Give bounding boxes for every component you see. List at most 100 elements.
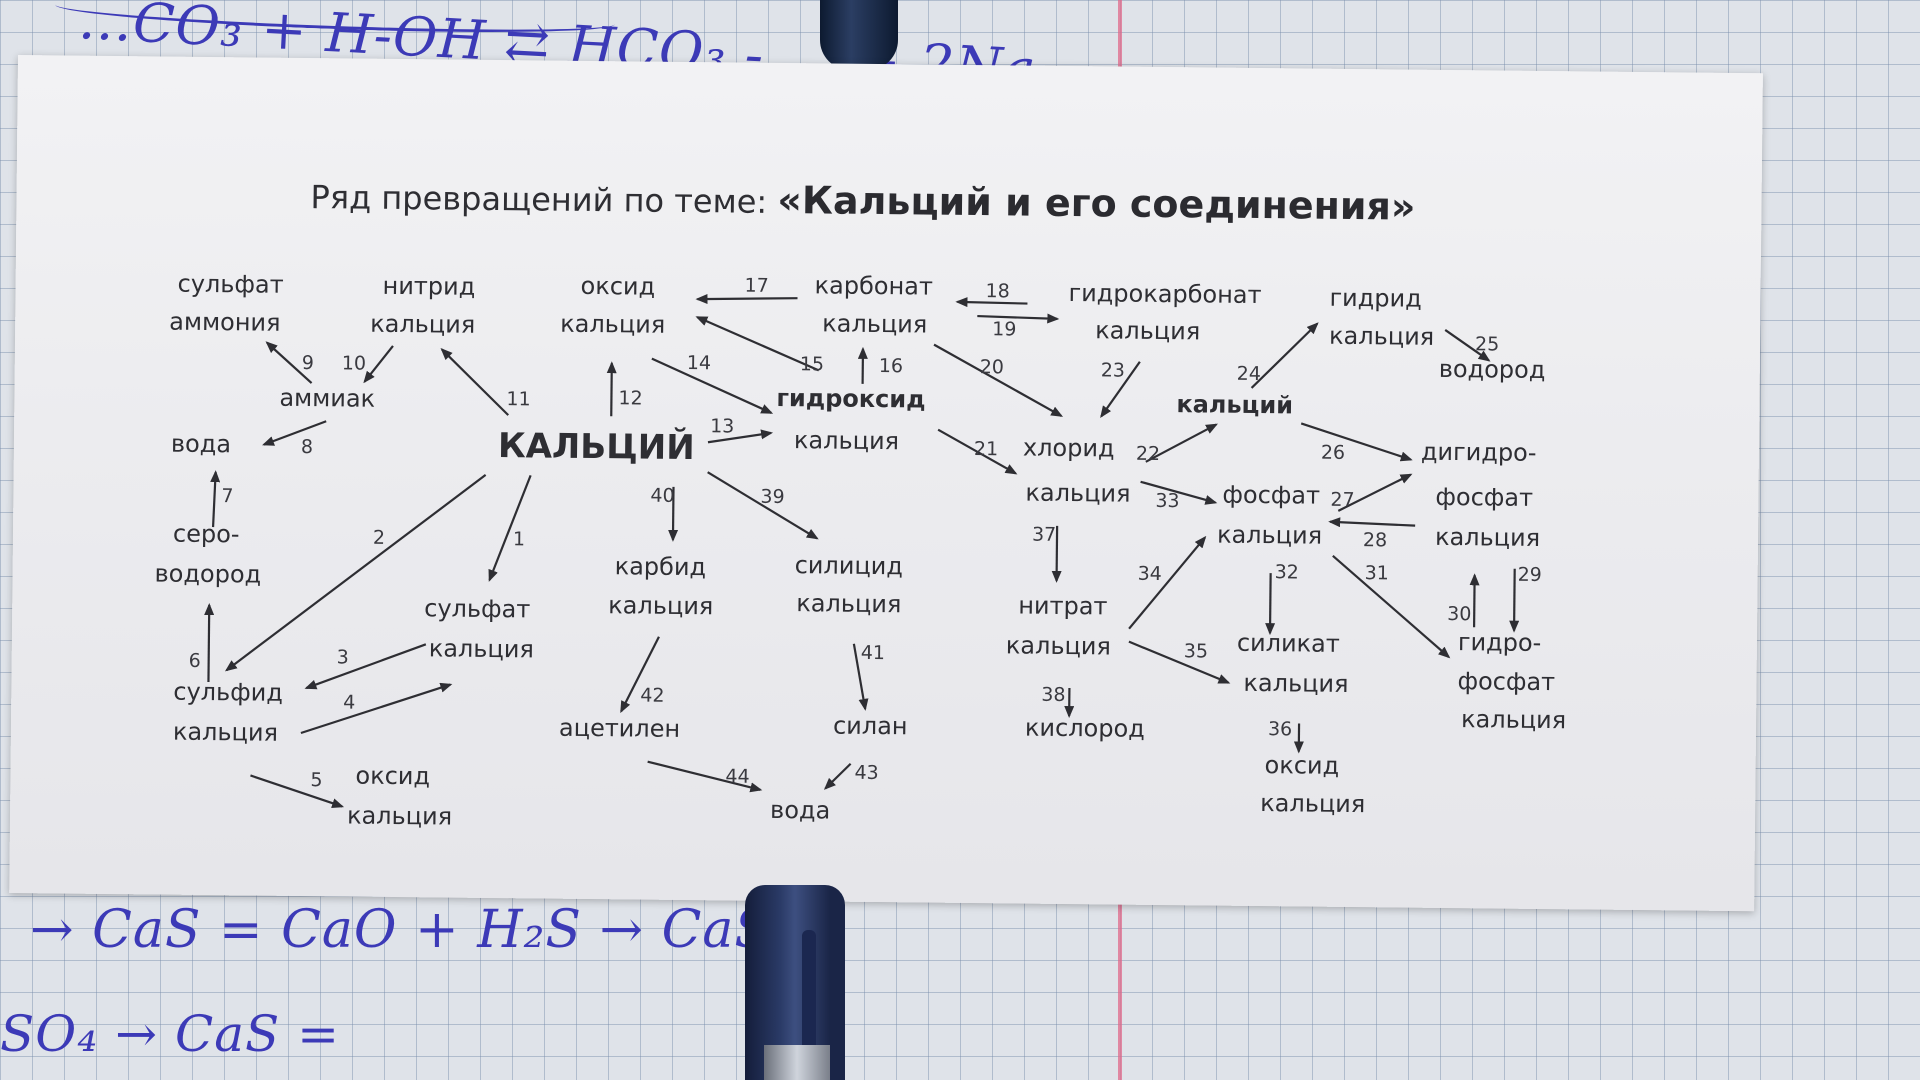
reaction-number: 12 [618,387,642,409]
reaction-number: 4 [343,691,355,713]
arrow-12 [606,361,617,417]
title-topic: «Кальций и его соединения» [777,178,1416,229]
handwritten-equation-bottom-2: SO₄ → CaS = [0,1005,341,1063]
reaction-number: 44 [725,765,749,787]
label-silikat-1: силикат [1237,629,1340,658]
reaction-number: 24 [1237,363,1261,385]
arrow-15 [695,316,820,372]
reaction-number: 26 [1321,442,1345,464]
label-sero-2: водород [154,559,261,588]
arrow-29 [1509,568,1520,633]
arrow-37 [1051,525,1062,583]
arrow-22 [1145,423,1218,463]
arrow-13 [707,429,774,444]
reaction-number: 17 [745,275,769,297]
arrow-25 [1444,329,1491,362]
reaction-number: 42 [640,685,664,707]
reaction-number: 9 [302,352,314,374]
reaction-arrows [204,294,1520,808]
reaction-number: 13 [710,415,734,437]
label-silikat-2: кальция [1243,669,1348,698]
reaction-number: 1 [513,528,525,550]
reaction-number-labels: 1 2 3 4 5 6 7 8 9 10 11 12 13 14 15 16 1… [189,275,1542,792]
arrow-4 [300,682,453,735]
reaction-number: 34 [1138,563,1162,585]
label-fosfat-1: фосфат [1222,481,1320,510]
arrow-41 [852,643,869,711]
label-karbonat-1: карбонат [814,271,933,300]
reaction-number: 35 [1184,640,1208,662]
arrow-34 [1128,535,1207,630]
label-vodorod: водород [1439,355,1546,384]
reaction-number: 43 [854,762,878,784]
arrow-40 [668,486,679,542]
arrow-30 [1469,573,1480,628]
reaction-number: 18 [985,280,1009,302]
label-kalciy-main: КАЛЬЦИЙ [498,425,695,468]
label-gidrofosfat-2: фосфат [1457,667,1555,696]
label-karbid-2: кальция [608,591,713,620]
arrow-32 [1265,573,1276,636]
title-prefix: Ряд превращений по теме: [310,178,777,221]
arrow-31 [1332,554,1451,659]
reaction-number: 29 [1518,564,1542,586]
reaction-number: 21 [974,438,998,460]
label-nitrid-2: кальция [370,310,475,339]
arrow-19 [977,313,1060,324]
label-sulfat-2: кальция [429,634,534,663]
reaction-number: 19 [992,318,1016,340]
arrow-5 [250,774,345,808]
arrow-2 [224,474,487,672]
arrow-10 [363,345,394,384]
reaction-number: 10 [342,352,366,374]
label-silan: силан [833,712,908,741]
label-oksid-right-2: кальция [1260,789,1365,818]
arrow-1 [488,474,532,582]
reaction-number: 41 [861,642,885,664]
label-gidrofosfat-1: гидро- [1458,628,1542,657]
arrow-11 [440,348,510,416]
label-silicid-1: силицид [795,551,904,580]
arrow-44 [647,760,763,793]
label-oksid-bottom-2: кальция [347,801,452,830]
label-sulfat-ammonia-1: сульфат [177,270,283,299]
arrow-24 [1250,322,1319,389]
label-oksid-top-2: кальция [560,310,665,339]
label-kalciy-right: кальций [1176,390,1293,419]
arrow-39 [707,471,819,540]
reaction-number: 14 [687,352,711,374]
arrow-14 [651,357,774,414]
reaction-number: 38 [1041,684,1065,706]
reaction-number: 30 [1447,603,1471,625]
reaction-number: 36 [1268,718,1292,740]
label-karbonat-2: кальция [822,309,927,338]
reaction-number: 16 [879,355,903,377]
label-sulfat-ammonia-2: аммония [169,308,281,337]
label-nitrat-1: нитрат [1018,592,1107,621]
reaction-number: 27 [1330,489,1354,511]
reaction-number: 37 [1032,524,1056,546]
arrow-35 [1128,640,1231,684]
label-oksid-bottom-1: оксид [355,762,430,791]
reaction-number: 28 [1363,529,1387,551]
reaction-number: 39 [760,486,784,508]
label-gidrid-1: гидрид [1329,284,1422,313]
arrow-27 [1337,473,1413,512]
label-nitrat-2: кальция [1006,631,1111,660]
arrow-3 [304,643,427,690]
label-oksid-right-1: оксид [1264,751,1339,780]
pen-clip [802,930,816,1080]
arrow-17 [695,294,798,305]
arrow-26 [1300,422,1413,462]
label-voda-left: вода [171,430,231,459]
label-gidrofosfat-3: кальция [1461,705,1566,734]
label-gidrid-2: кальция [1329,322,1434,351]
label-sulfid-2: кальция [173,718,278,747]
label-digidro-3: кальция [1435,523,1540,552]
label-acetilen: ацетилен [559,714,680,743]
arrow-9 [265,341,313,384]
reaction-number: 6 [189,650,201,672]
reaction-number: 2 [373,527,385,549]
arrow-20 [933,343,1064,417]
arrow-42 [620,636,660,714]
